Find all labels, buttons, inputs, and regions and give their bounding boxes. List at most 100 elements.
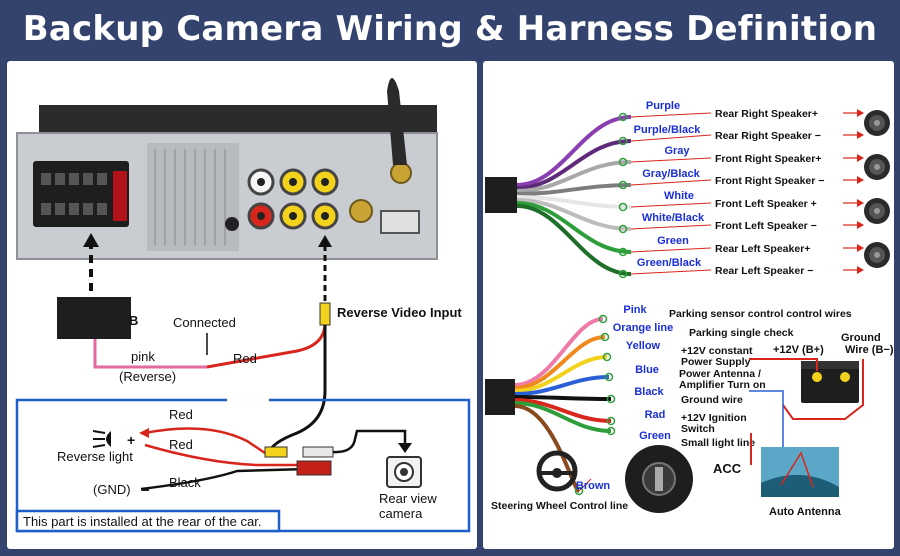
speaker-wire <box>516 139 632 190</box>
wire-terminal <box>600 332 610 342</box>
wire-terminal <box>618 224 628 234</box>
speaker-wire <box>516 183 632 196</box>
wire-terminal <box>604 372 614 382</box>
power-wire-color-label: Blue <box>635 364 659 376</box>
wire-terminal <box>618 247 628 257</box>
power-wire <box>514 355 608 393</box>
head-unit <box>16 78 438 260</box>
gps-port <box>390 162 412 184</box>
note-box <box>15 509 281 533</box>
mic-port <box>225 217 239 231</box>
steering-wheel-icon <box>536 450 578 492</box>
speaker-icon <box>864 198 890 224</box>
pink-label: pink <box>131 349 155 364</box>
antenna-label: Auto Antenna <box>769 506 842 518</box>
power-function-label-line1: +12V constant <box>681 345 753 357</box>
speaker-function-label: Front Left Speaker − <box>715 220 817 232</box>
red-wire-reverse-light <box>144 427 266 455</box>
red-mid-label: Red <box>169 437 193 452</box>
speaker-wire <box>516 160 632 193</box>
speaker-wire-color-label: Green/Black <box>637 257 702 269</box>
wire-terminal <box>618 202 628 212</box>
camera-wiring-diagram: B pink (Reverse) Connected Red Reverse V… <box>15 78 471 533</box>
camera-wiring-panel: B pink (Reverse) Connected Red Reverse V… <box>7 61 477 549</box>
ground-wire-label-line2: Wire (B−) <box>845 344 894 356</box>
usb-port <box>380 210 420 234</box>
adapter-label: B <box>129 313 138 328</box>
power-plug-red <box>296 460 332 476</box>
camera-rca-yellow <box>264 446 288 458</box>
antenna-line <box>749 390 784 447</box>
speaker-wire <box>516 115 632 187</box>
speaker-wire-color-label: Gray/Black <box>642 168 700 180</box>
wire-terminal <box>606 416 616 426</box>
head-unit-top-panel <box>39 105 437 133</box>
radio-antenna-port <box>349 199 373 223</box>
plus12v-label: +12V (B+) <box>773 344 824 356</box>
speaker-function-label: Front Left Speaker + <box>715 198 817 210</box>
arrow-head-rca <box>318 235 332 247</box>
power-wire-color-label: Yellow <box>626 340 661 352</box>
gnd-minus: − <box>141 482 150 499</box>
install-note: This part is installed at the rear of th… <box>23 514 261 529</box>
power-function-label-line1: Power Antenna / <box>679 368 761 380</box>
speaker-icon <box>864 154 890 180</box>
connected-label: Connected <box>173 315 236 330</box>
wire-terminal <box>618 136 628 146</box>
steering-label: Steering Wheel Control line <box>491 500 628 512</box>
gnd-label: (GND) <box>93 482 131 497</box>
black-label: Black <box>169 475 201 490</box>
wire-terminal <box>618 180 628 190</box>
power-wire <box>514 395 612 401</box>
power-wire-color-label: Pink <box>623 304 647 316</box>
speaker-function-label: Front Right Speaker+ <box>715 153 821 165</box>
power-wire <box>514 317 604 387</box>
head-unit-vent <box>147 143 239 251</box>
camera-rca-white <box>302 446 334 458</box>
power-wire-color-label: Black <box>634 386 664 398</box>
power-labels: Pink Parking sensor control control wires… <box>576 304 852 492</box>
power-function-label-line2: Power Supply <box>681 356 751 368</box>
power-connector <box>485 379 515 415</box>
speaker-wire-color-label: White <box>664 190 694 202</box>
speaker-function-label: Rear Left Speaker+ <box>715 243 810 255</box>
speaker-function-label: Rear Right Speaker+ <box>715 108 818 120</box>
speaker-wire-color-label: Purple/Black <box>634 124 702 136</box>
iso-pins <box>41 173 107 215</box>
wire-terminal <box>618 112 628 122</box>
power-wire <box>514 375 610 396</box>
red-arrow-top <box>139 428 149 438</box>
video-rca-plug <box>319 302 331 326</box>
speaker-wire-color-label: Gray <box>664 145 690 157</box>
iso-connector-red-part <box>113 171 127 221</box>
reverse-light-plus: + <box>127 432 135 448</box>
gnd-wire <box>140 467 308 491</box>
reverse-video-input-label: Reverse Video Input <box>337 305 462 320</box>
power-function-label: Small light line <box>681 437 755 449</box>
auto-antenna-icon <box>761 447 839 497</box>
speaker-connector <box>485 177 517 213</box>
speaker-function-label: Front Right Speaker − <box>715 175 824 187</box>
speaker-icon <box>864 110 890 136</box>
speaker-wire <box>516 195 632 209</box>
wire-terminal <box>606 426 616 436</box>
pink-wire <box>93 339 207 369</box>
acc-label: ACC <box>713 461 742 476</box>
power-function-label: Parking single check <box>689 327 794 339</box>
camera-label: camera <box>379 506 423 521</box>
wire-terminal <box>574 486 584 496</box>
speaker-function-label: Rear Right Speaker − <box>715 130 821 142</box>
power-function-label: Parking sensor control control wires <box>669 308 852 320</box>
speaker-wire-color-label: White/Black <box>642 212 705 224</box>
power-wire <box>514 335 606 390</box>
speaker-icon <box>864 242 890 268</box>
gps-antenna <box>387 78 407 165</box>
battery-ground-wire <box>782 359 864 420</box>
rear-view-label: Rear view <box>379 491 437 506</box>
speaker-wire <box>516 204 632 276</box>
power-wire-color-label: Rad <box>645 409 666 421</box>
ground-wire-label-line1: Ground <box>841 332 881 344</box>
rca-jacks <box>247 168 339 230</box>
power-function-label-line2: Switch <box>681 423 715 435</box>
